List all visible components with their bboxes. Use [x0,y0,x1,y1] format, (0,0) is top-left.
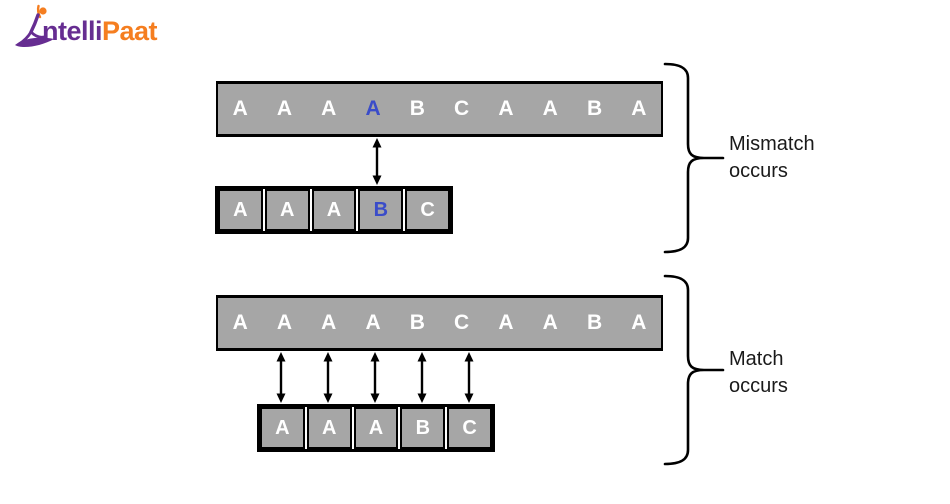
text-char: B [409,311,425,334]
text-char: A [498,97,514,120]
diagram1-pattern-strip: A A A B C [215,186,453,234]
pattern-cell: A [306,407,352,449]
text-char: B [409,97,425,120]
text-char: A [365,311,381,334]
pattern-cell: B [400,407,446,449]
text-char: A [232,311,248,334]
intellipaat-wordmark: ntelliPaat [42,16,158,47]
pattern-cell: C [405,189,450,231]
text-char: A [542,97,558,120]
pattern-cell: C [447,407,492,449]
compare-arrow-icon [372,138,382,185]
text-char: A [498,311,514,334]
match-label: Match occurs [729,348,788,397]
text-char: B [586,97,603,120]
text-char: A [232,97,248,120]
text-char: A [631,311,647,334]
text-char: B [586,311,603,334]
compare-arrow-icon [464,352,474,403]
pattern-cell: A [260,407,305,449]
diagram1-text-bar: A A A A B C A A B A [216,81,663,137]
pattern-cell: A [218,189,263,231]
text-char: A [276,97,293,120]
mismatch-label: Mismatch occurs [729,133,815,182]
diagram2-text-bar: A A A A B C A A B A [216,295,663,351]
diagram2-pattern-strip: A A A B C [257,404,495,452]
text-char: C [454,311,470,334]
pattern-cell: A [311,189,357,231]
text-char: A [321,311,337,334]
pattern-cell: A [264,189,310,231]
text-char: A [276,311,293,334]
text-char: A [542,311,558,334]
logo-text-ntelli: ntelli [42,16,103,46]
compare-arrow-icon [370,352,380,403]
text-char-mismatch: A [365,97,381,120]
match-brace [663,274,725,466]
compare-arrow-icon [417,352,427,403]
logo-text-paat: Paat [102,16,158,46]
intellipaat-logo: ntelliPaat [14,4,158,50]
compare-arrow-icon [276,352,286,403]
pattern-cell: A [353,407,399,449]
text-char: A [321,97,337,120]
pattern-cell-mismatch: B [358,189,404,231]
text-char: A [631,97,647,120]
intellipaat-figure-icon [15,4,54,48]
compare-arrow-icon [323,352,333,403]
mismatch-brace [663,62,725,254]
text-char: C [454,97,470,120]
